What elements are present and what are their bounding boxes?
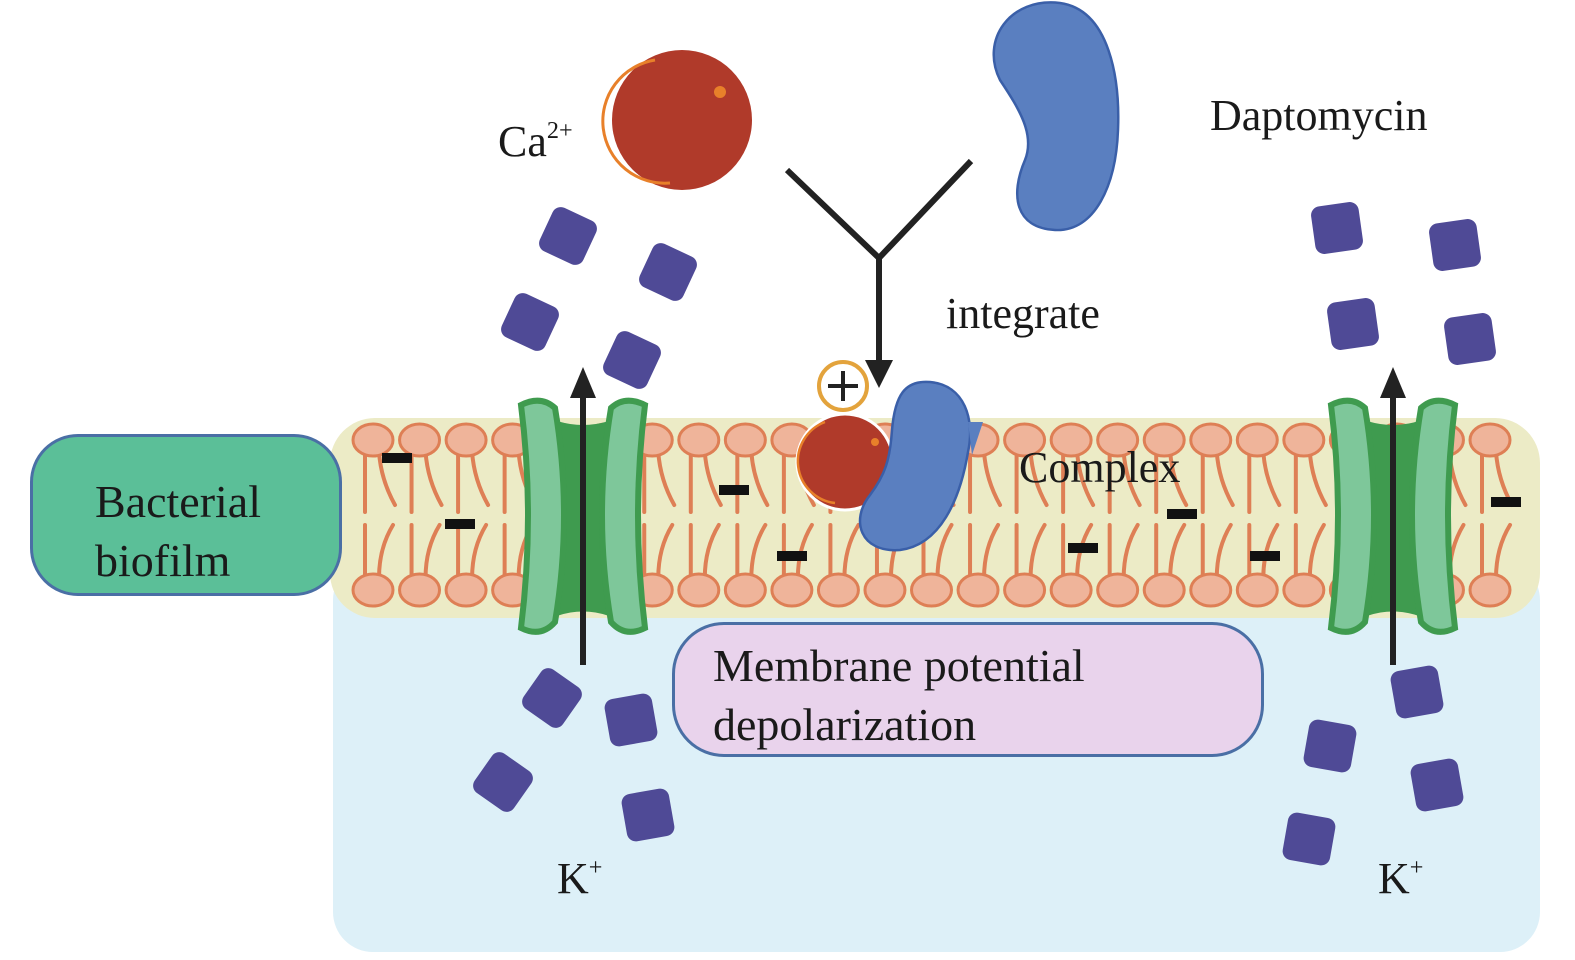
lipid-head-bottom bbox=[1096, 572, 1140, 608]
lipid-head-top bbox=[677, 422, 721, 458]
lipid-pair bbox=[677, 422, 723, 608]
lipid-pair bbox=[1235, 422, 1282, 608]
lipid-head-bottom bbox=[1003, 572, 1047, 608]
lipid-head-top bbox=[1049, 422, 1093, 458]
calcium-ion-free bbox=[601, 50, 752, 190]
lipid-head-bottom bbox=[1235, 572, 1279, 608]
potassium-ion bbox=[522, 668, 582, 728]
lipid-head-bottom bbox=[770, 572, 814, 608]
lipid-head-bottom bbox=[398, 572, 442, 608]
lipid-pair bbox=[444, 422, 491, 608]
potassium-ion bbox=[1410, 758, 1464, 812]
lipid-head-bottom bbox=[677, 572, 721, 608]
lipid-pair bbox=[351, 422, 397, 608]
lipid-head-top bbox=[1282, 422, 1326, 458]
integrate-arrow bbox=[784, 158, 974, 388]
lipid-head-bottom bbox=[1468, 572, 1512, 608]
lipid-head-bottom bbox=[723, 572, 767, 608]
lipid-head-bottom bbox=[1142, 572, 1186, 608]
lipid-head-top bbox=[1096, 422, 1140, 458]
potassium-ion bbox=[1303, 719, 1357, 773]
potassium-ion bbox=[1444, 313, 1496, 365]
potassium-symbol-left: K bbox=[557, 854, 589, 903]
lipid-pair bbox=[723, 422, 770, 608]
calcium-daptomycin-complex bbox=[795, 360, 983, 552]
depolarization-line2: depolarization bbox=[713, 698, 977, 750]
lipid-head-bottom bbox=[1282, 572, 1326, 608]
negative-charge-symbol bbox=[1167, 509, 1197, 519]
lipid-head-top bbox=[723, 422, 767, 458]
lipid-head-bottom bbox=[351, 572, 395, 608]
potassium-ion bbox=[603, 331, 661, 389]
potassium-ion bbox=[1282, 812, 1336, 866]
lipid-head-top bbox=[1003, 422, 1047, 458]
potassium-ion bbox=[539, 207, 597, 265]
lipid-head-bottom bbox=[444, 572, 488, 608]
negative-charge-symbol bbox=[1068, 543, 1098, 553]
bacterial-biofilm-line1: Bacterial bbox=[95, 476, 262, 527]
ion-channel-right bbox=[1327, 397, 1459, 635]
lipid-head-top bbox=[398, 422, 442, 458]
potassium-ion bbox=[1429, 219, 1481, 271]
potassium-ion bbox=[639, 243, 697, 301]
efflux-arrow-left bbox=[570, 367, 596, 665]
potassium-ion bbox=[621, 788, 675, 842]
potassium-ion bbox=[473, 752, 533, 812]
lipid-head-top bbox=[444, 422, 488, 458]
lipid-pair bbox=[1189, 422, 1235, 608]
potassium-label-left: K+ bbox=[557, 853, 603, 903]
calcium-symbol: Ca bbox=[498, 117, 547, 166]
daptomycin-molecule-free bbox=[992, 1, 1120, 232]
potassium-ion bbox=[1390, 665, 1444, 719]
integrate-label: integrate bbox=[946, 289, 1100, 338]
lipid-pair bbox=[1003, 422, 1049, 608]
lipid-pair bbox=[1049, 422, 1096, 608]
potassium-ion bbox=[1311, 202, 1363, 254]
lipid-pair bbox=[1096, 422, 1142, 608]
lipid-head-bottom bbox=[863, 572, 907, 608]
bacterial-biofilm-line2: biofilm bbox=[95, 534, 231, 586]
calcium-charge: 2+ bbox=[546, 116, 573, 144]
depolarization-line1: Membrane potential bbox=[713, 640, 1085, 691]
lipid-head-top bbox=[351, 422, 395, 458]
negative-charge-symbol bbox=[1250, 551, 1280, 561]
potassium-symbol-right: K bbox=[1378, 854, 1410, 903]
lipid-head-top bbox=[1468, 422, 1512, 458]
bacterial-biofilm-box: Bacterial biofilm bbox=[30, 434, 342, 596]
potassium-ion bbox=[604, 693, 658, 747]
lipid-head-bottom bbox=[1189, 572, 1233, 608]
potassium-ion bbox=[1327, 298, 1379, 350]
lipid-head-top bbox=[1235, 422, 1279, 458]
potassium-ions bbox=[473, 202, 1496, 866]
lipid-pair bbox=[1468, 422, 1514, 608]
negative-charge-symbol bbox=[1491, 497, 1521, 507]
lipid-head-bottom bbox=[1049, 572, 1093, 608]
efflux-arrow-right bbox=[1380, 367, 1406, 665]
lipid-pair bbox=[1282, 422, 1328, 608]
potassium-charge-left: + bbox=[588, 853, 603, 881]
lipid-head-bottom bbox=[910, 572, 953, 608]
daptomycin-label: Daptomycin bbox=[1210, 91, 1428, 140]
negative-charges bbox=[382, 453, 1521, 561]
potassium-ion bbox=[501, 293, 559, 351]
negative-charge-symbol bbox=[777, 551, 807, 561]
potassium-charge-right: + bbox=[1409, 853, 1424, 881]
depolarization-box: Membrane potential depolarization bbox=[672, 622, 1264, 757]
negative-charge-symbol bbox=[382, 453, 412, 463]
potassium-label-right: K+ bbox=[1378, 853, 1424, 903]
lipid-head-top bbox=[1189, 422, 1233, 458]
lipid-head-top bbox=[1142, 422, 1186, 458]
lipid-head-bottom bbox=[816, 572, 860, 608]
lipid-head-bottom bbox=[956, 572, 1000, 608]
lipid-pair bbox=[1142, 422, 1189, 608]
negative-charge-symbol bbox=[445, 519, 475, 529]
negative-charge-symbol bbox=[719, 485, 749, 495]
calcium-label: Ca2+ bbox=[498, 116, 573, 166]
complex-label: Complex bbox=[1019, 443, 1181, 492]
